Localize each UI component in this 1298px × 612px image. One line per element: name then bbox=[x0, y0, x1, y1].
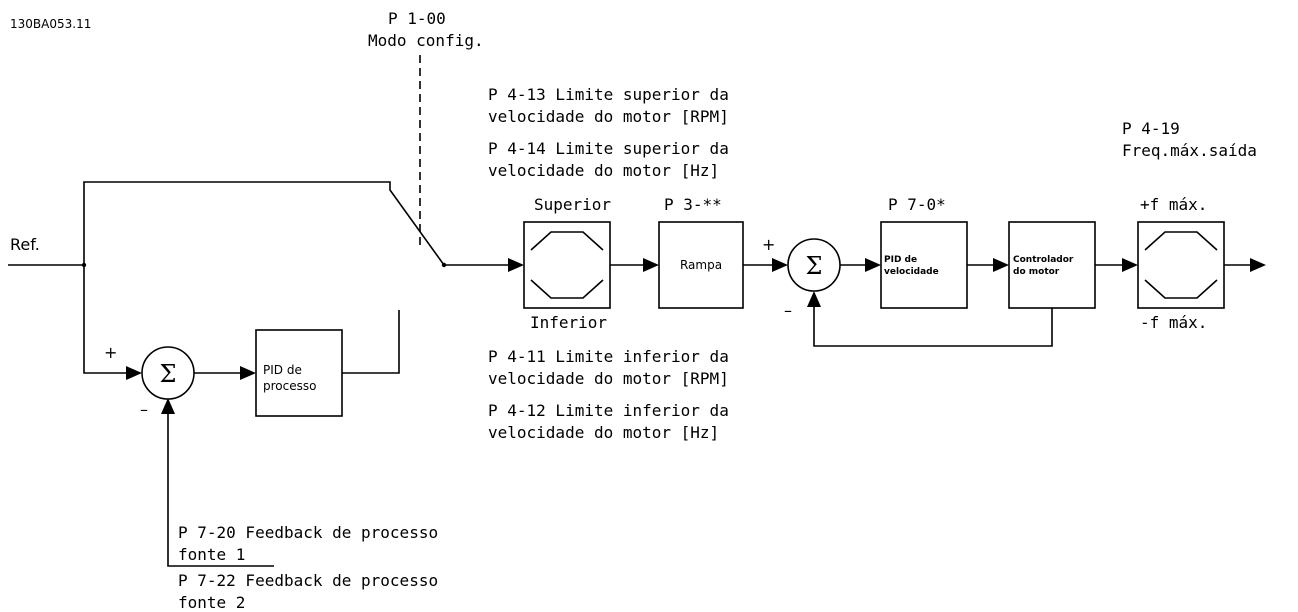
feedback-src2-line2: fonte 2 bbox=[178, 593, 245, 612]
process-feedback-arrow bbox=[161, 398, 175, 414]
motor-ctrl-input-arrow bbox=[993, 258, 1009, 272]
limiter-upper-icon bbox=[530, 231, 604, 251]
speed-pid-label-2: velocidade bbox=[884, 267, 939, 277]
lower-limit-rpm-1: P 4-11 Limite inferior da bbox=[488, 347, 729, 366]
feedback-src1-line2: fonte 1 bbox=[178, 545, 245, 564]
output-arrow bbox=[1250, 258, 1266, 272]
speed-sigma-icon: Σ bbox=[806, 252, 823, 280]
upper-limit-rpm-1: P 4-13 Limite superior da bbox=[488, 85, 729, 104]
lower-limit-hz-2: velocidade do motor [Hz] bbox=[488, 423, 719, 442]
max-freq-minus: -f máx. bbox=[1140, 313, 1207, 332]
config-mode-param: P 1-00 bbox=[388, 9, 446, 28]
speed-sum-input-arrow bbox=[772, 258, 788, 272]
max-freq-label: Freq.máx.saída bbox=[1122, 141, 1257, 160]
process-sum-minus: – bbox=[140, 400, 148, 419]
ramp-param: P 3-** bbox=[664, 195, 722, 214]
lower-limit-rpm-2: velocidade do motor [RPM] bbox=[488, 369, 729, 388]
speed-pid-label-1: PID de bbox=[884, 255, 917, 265]
process-pid-output-line bbox=[342, 310, 400, 374]
process-pid-input-arrow bbox=[240, 366, 256, 380]
limiter-lower-icon bbox=[530, 279, 604, 299]
speed-pid-param: P 7-0* bbox=[888, 195, 946, 214]
freq-limiter-input-arrow bbox=[1122, 258, 1138, 272]
speed-sum-minus: – bbox=[784, 301, 792, 320]
process-sigma-icon: Σ bbox=[160, 360, 177, 388]
speed-limiter-block bbox=[523, 221, 611, 309]
max-freq-plus: +f máx. bbox=[1140, 195, 1207, 214]
freq-limiter-lower-icon bbox=[1144, 279, 1218, 299]
ramp-block bbox=[658, 221, 744, 309]
motor-ctrl-label-2: do motor bbox=[1013, 267, 1060, 277]
bypass-path bbox=[83, 181, 445, 266]
process-sum-input-arrow bbox=[126, 366, 142, 380]
lower-limit-hz-1: P 4-12 Limite inferior da bbox=[488, 401, 729, 420]
limiter-input-arrow bbox=[508, 258, 524, 272]
config-mode-label: Modo config. bbox=[368, 31, 484, 50]
process-sum-plus: + bbox=[104, 343, 117, 362]
motor-ctrl-label-1: Controlador bbox=[1013, 255, 1074, 265]
doc-code: 130BA053.11 bbox=[10, 17, 91, 31]
feedback-src1-line1: P 7-20 Feedback de processo bbox=[178, 523, 438, 542]
speed-pid-input-arrow bbox=[865, 258, 881, 272]
limiter-upper-label: Superior bbox=[534, 195, 611, 214]
max-freq-param: P 4-19 bbox=[1122, 119, 1180, 138]
upper-limit-hz-1: P 4-14 Limite superior da bbox=[488, 139, 729, 158]
process-branch-line bbox=[83, 265, 128, 374]
ramp-label: Rampa bbox=[680, 258, 722, 272]
speed-feedback-arrow bbox=[807, 291, 821, 307]
feedback-src2-line1: P 7-22 Feedback de processo bbox=[178, 571, 438, 590]
process-pid-label-1: PID de bbox=[263, 363, 302, 377]
ref-label: Ref. bbox=[10, 235, 40, 254]
freq-limiter-upper-icon bbox=[1144, 231, 1218, 251]
upper-limit-rpm-2: velocidade do motor [RPM] bbox=[488, 107, 729, 126]
speed-sum-plus: + bbox=[762, 235, 775, 254]
speed-pid-block bbox=[880, 221, 968, 309]
process-pid-label-2: processo bbox=[263, 379, 316, 393]
freq-limiter-block bbox=[1137, 221, 1225, 309]
upper-limit-hz-2: velocidade do motor [Hz] bbox=[488, 161, 719, 180]
speed-feedback-line bbox=[813, 306, 1053, 347]
limiter-lower-label: Inferior bbox=[530, 313, 607, 332]
ramp-input-arrow bbox=[643, 258, 659, 272]
motor-controller-block bbox=[1008, 221, 1096, 309]
process-feedback-line bbox=[167, 412, 274, 567]
